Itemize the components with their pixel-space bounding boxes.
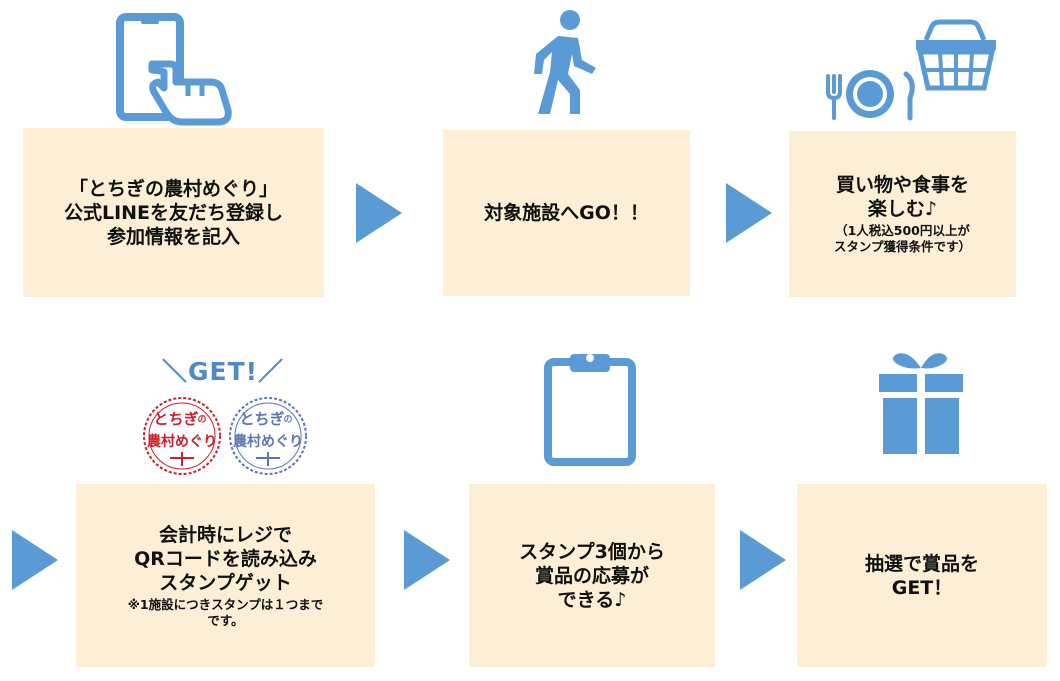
step-4-line-1: 会計時にレジで (158, 523, 292, 546)
step-3-box: 買い物や食事を 楽しむ♪ （1人税込500円以上が スタンプ獲得条件です） (789, 131, 1016, 297)
arrow-right-4 (404, 530, 450, 590)
step-5-line-2: 賞品の応募が (534, 564, 649, 587)
clipboard-icon (544, 354, 636, 466)
arrow-right-3 (12, 530, 58, 590)
step-4-line-3: スタンプゲット (159, 571, 292, 594)
step-4-note-2: です。 (207, 612, 244, 628)
stamp-logo-blue-line2: 農村めぐり (233, 433, 303, 450)
stamp-logo-blue: とちぎ の 農村めぐり (229, 397, 307, 475)
step-4-note-1: ※1施設につきスタンプは１つまで (127, 596, 324, 612)
stamp-logo-blue-line1: とちぎ (239, 410, 284, 428)
step-1-box: 「とちぎの農村めぐり」 公式LINEを友だち登録し 参加情報を記入 (23, 128, 324, 297)
stamp-logo-blue-no: の (283, 414, 292, 425)
gift-icon (879, 353, 963, 454)
step-5-line-3: できる♪ (557, 588, 627, 611)
arrow-right-5 (740, 530, 786, 590)
step-4-line-2: QRコードを読み込み (134, 547, 317, 570)
step-3-line-1: 買い物や食事を (835, 174, 969, 196)
stamp-logo-red-no: の (197, 414, 206, 425)
step-3-note-1: （1人税込500円以上が (835, 223, 970, 238)
step-3-note-2: スタンプ獲得条件です） (833, 239, 972, 254)
step-1-line-2: 公式LINEを友だち登録し (63, 201, 284, 224)
stamp-logo-red: とちぎ の 農村めぐり (143, 397, 221, 475)
step-5-line-1: スタンプ3個から (519, 540, 665, 563)
step-6-line-2: GET！ (891, 576, 953, 599)
dining-shopping-icon (826, 19, 996, 121)
smartphone-tap-icon (116, 13, 232, 126)
step-1-line-3: 参加情報を記入 (106, 225, 240, 248)
step-3-line-2: 楽しむ♪ (867, 198, 938, 220)
step-4-box: 会計時にレジで QRコードを読み込み スタンプゲット ※1施設につきスタンプは１… (76, 484, 375, 667)
arrow-right-1 (356, 183, 402, 243)
step-6-box: 抽選で賞品を GET！ (797, 484, 1047, 667)
step-2-line-1: 対象施設へGO！！ (484, 202, 649, 224)
arrow-right-2 (726, 183, 772, 243)
stamp-logo-red-line1: とちぎ (153, 410, 198, 428)
walking-person-icon (534, 10, 596, 114)
step-2-box: 対象施設へGO！！ (443, 130, 690, 296)
step-6-line-1: 抽選で賞品を (864, 552, 979, 575)
get-badge: ＼GET!／ (161, 357, 285, 386)
stamp-logo-red-line2: 農村めぐり (147, 433, 217, 450)
step-1-line-1: 「とちぎの農村めぐり」 (68, 177, 278, 200)
step-5-box: スタンプ3個から 賞品の応募が できる♪ (469, 484, 715, 667)
